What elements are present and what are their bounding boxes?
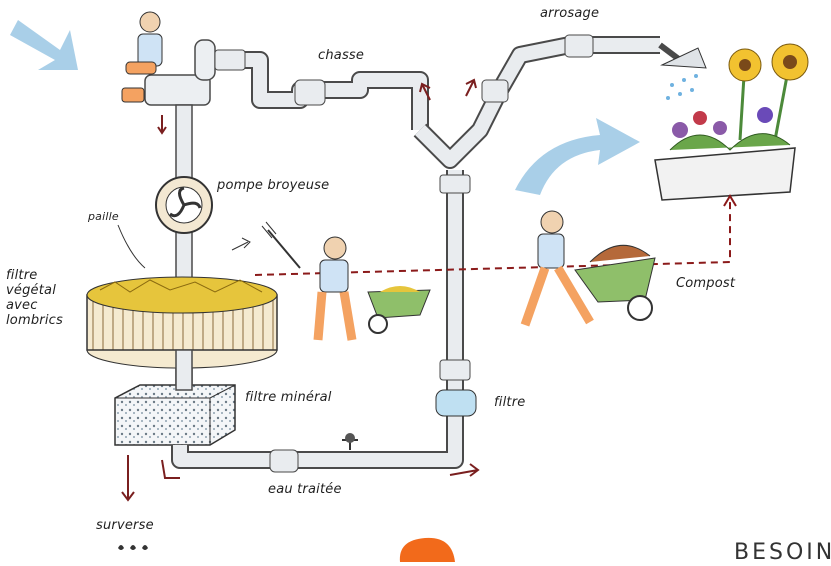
label-filtre-mineral: filtre minéral [245, 390, 332, 405]
wheelbarrow-icon [368, 286, 430, 333]
cut-heading: BESOIN [734, 540, 831, 565]
pump-icon [156, 177, 212, 233]
orange-blob [400, 538, 455, 562]
label-surverse: surverse [96, 518, 154, 533]
gardener-with-wheelbarrow [525, 211, 655, 325]
planter [655, 44, 808, 200]
label-compost: Compost [676, 276, 735, 291]
label-paille: paille [88, 210, 119, 223]
arrow-in-icon [10, 20, 78, 70]
label-filtre-vegetal: filtre végétal avec lombrics [6, 268, 86, 328]
label-pompe-broyeuse: pompe broyeuse [217, 178, 329, 193]
shower-head-icon [660, 45, 706, 100]
mineral-filter [115, 385, 235, 445]
filter-cartridge [436, 390, 476, 416]
arrow-out-icon [515, 118, 640, 195]
label-chasse: chasse [318, 48, 364, 63]
label-filtre: filtre [494, 395, 525, 410]
label-arrosage: arrosage [540, 6, 599, 21]
label-eau-traitee: eau traitée [268, 482, 342, 497]
